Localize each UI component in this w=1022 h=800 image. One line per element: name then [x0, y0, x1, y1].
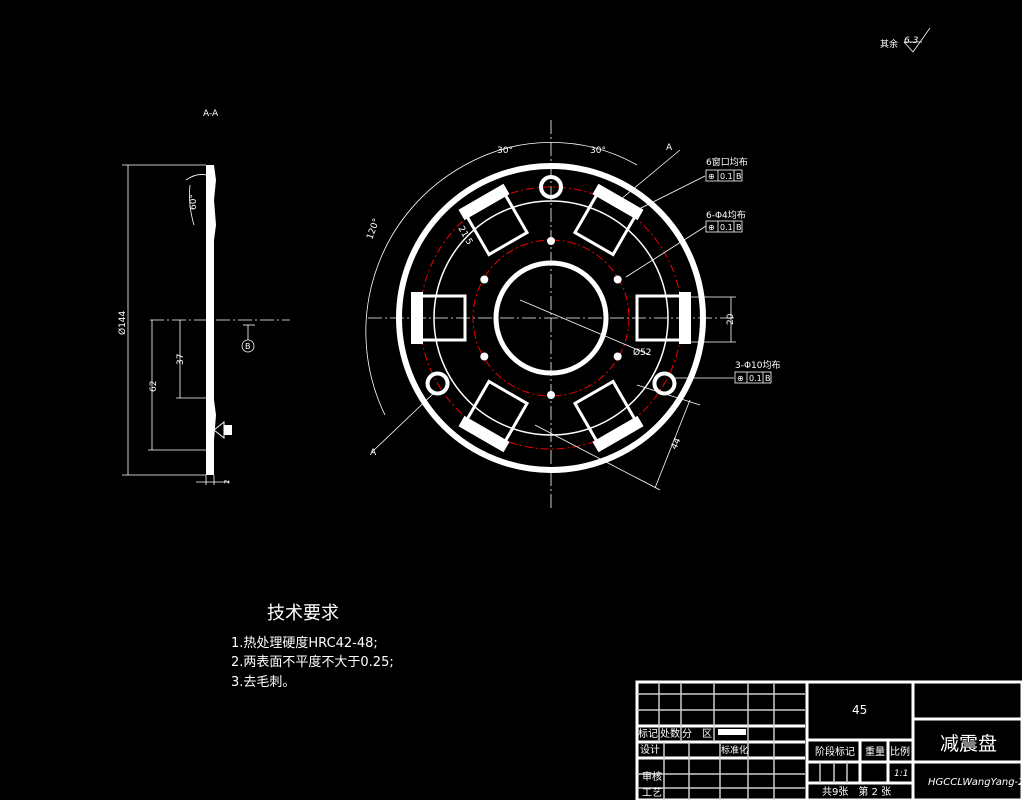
- datum-b: B: [245, 342, 251, 351]
- dim-21-5: 21.5: [455, 225, 474, 247]
- hole-4: [613, 352, 622, 361]
- window: [635, 292, 691, 344]
- dim-30deg-right: 30°: [590, 146, 606, 156]
- tolerance-value: 0.1: [749, 374, 762, 383]
- callout-label: 3-Φ10均布: [735, 359, 781, 371]
- roughness-symbol: 其余 6.3: [880, 27, 931, 53]
- main-view: 30° 30° 120° 21.5 20 Ø52 44 A A 6窗口均布 ⊕ …: [365, 120, 781, 510]
- technical-requirements: 技术要求 1.热处理硬度HRC42-48; 2.两表面不平度不大于0.25; 3…: [231, 603, 394, 690]
- center-bore: [493, 260, 609, 376]
- roughness-label: 其余: [880, 38, 898, 50]
- dim-37: 37: [176, 354, 186, 365]
- hole-4: [480, 352, 489, 361]
- callout-holes-4: 6-Φ4均布 ⊕ 0.1 B: [625, 209, 746, 278]
- callout-holes-10: 3-Φ10均布 ⊕ 0.1 B: [672, 359, 781, 384]
- dim-30deg-left: 30°: [497, 146, 513, 156]
- datum-ref: B: [765, 374, 771, 383]
- drawing-number: HGCCLWangYang-2: [928, 777, 1022, 788]
- position-tolerance-icon: ⊕: [708, 223, 715, 232]
- label-mark: 标记: [638, 728, 658, 740]
- window: [572, 183, 644, 257]
- label-zone: 分 区: [682, 728, 712, 740]
- hole-4: [480, 275, 489, 284]
- hole-4: [547, 391, 555, 399]
- hole-10: [539, 175, 563, 199]
- dim-62: 62: [149, 381, 159, 392]
- requirement-item: 1.热处理硬度HRC42-48;: [231, 635, 378, 651]
- tolerance-value: 0.1: [720, 172, 733, 181]
- material: 45: [852, 703, 867, 717]
- hole-4: [613, 275, 622, 284]
- hole-10: [425, 371, 450, 396]
- label-count: 处数: [660, 727, 680, 740]
- dim-bore52: Ø52: [633, 347, 652, 358]
- label-design: 设计: [640, 743, 660, 756]
- dim-dia144: Ø144: [117, 310, 128, 335]
- label-standard: 标准化: [721, 744, 748, 756]
- label-review: 审核: [642, 770, 662, 783]
- callout-windows: 6窗口均布 ⊕ 0.1 B: [632, 156, 748, 213]
- label-weight: 重量: [865, 745, 885, 758]
- roughness-icon: [903, 27, 931, 53]
- callout-label: 6-Φ4均布: [706, 209, 746, 221]
- section-view: A-A Ø144 62 37 60° B 2: [117, 109, 290, 485]
- requirement-item: 2.两表面不平度不大于0.25;: [231, 654, 394, 670]
- scale-value: 1:1: [894, 769, 908, 779]
- hole-4: [547, 237, 555, 245]
- outer-rim: [396, 163, 706, 473]
- tolerance-value: 0.1: [720, 223, 733, 232]
- dim-120deg: 120°: [365, 217, 382, 241]
- label-scale: 比例: [890, 745, 910, 758]
- section-title: A-A: [203, 109, 219, 119]
- section-mark-a-bottom: A: [370, 448, 377, 458]
- dim-60deg: 60°: [189, 194, 199, 210]
- sheet-count: 共9张 第 2 张: [822, 785, 891, 798]
- window: [411, 292, 467, 344]
- datum-ref: B: [736, 223, 742, 232]
- callout-label: 6窗口均布: [706, 156, 748, 168]
- label-process: 工艺: [642, 787, 662, 799]
- part-name: 减震盘: [940, 733, 997, 755]
- datum-ref: B: [736, 172, 742, 181]
- window: [458, 183, 530, 257]
- label-stage: 阶段标记: [815, 745, 855, 758]
- dim-20: 20: [726, 313, 736, 325]
- section-mark-a-top: A: [666, 143, 673, 153]
- roughness-value: 6.3: [904, 36, 919, 46]
- dim-2: 2: [223, 480, 231, 484]
- requirements-title: 技术要求: [267, 603, 339, 624]
- window: [572, 379, 644, 453]
- dim-44: 44: [670, 436, 684, 451]
- requirement-item: 3.去毛刺。: [231, 675, 295, 690]
- title-block: 标记 处数 分 区 设计 标准化 审核 工艺 45 阶段标记 重量 比例 1:1…: [635, 680, 1022, 800]
- window: [458, 379, 530, 453]
- position-tolerance-icon: ⊕: [737, 374, 744, 383]
- position-tolerance-icon: ⊕: [708, 172, 715, 181]
